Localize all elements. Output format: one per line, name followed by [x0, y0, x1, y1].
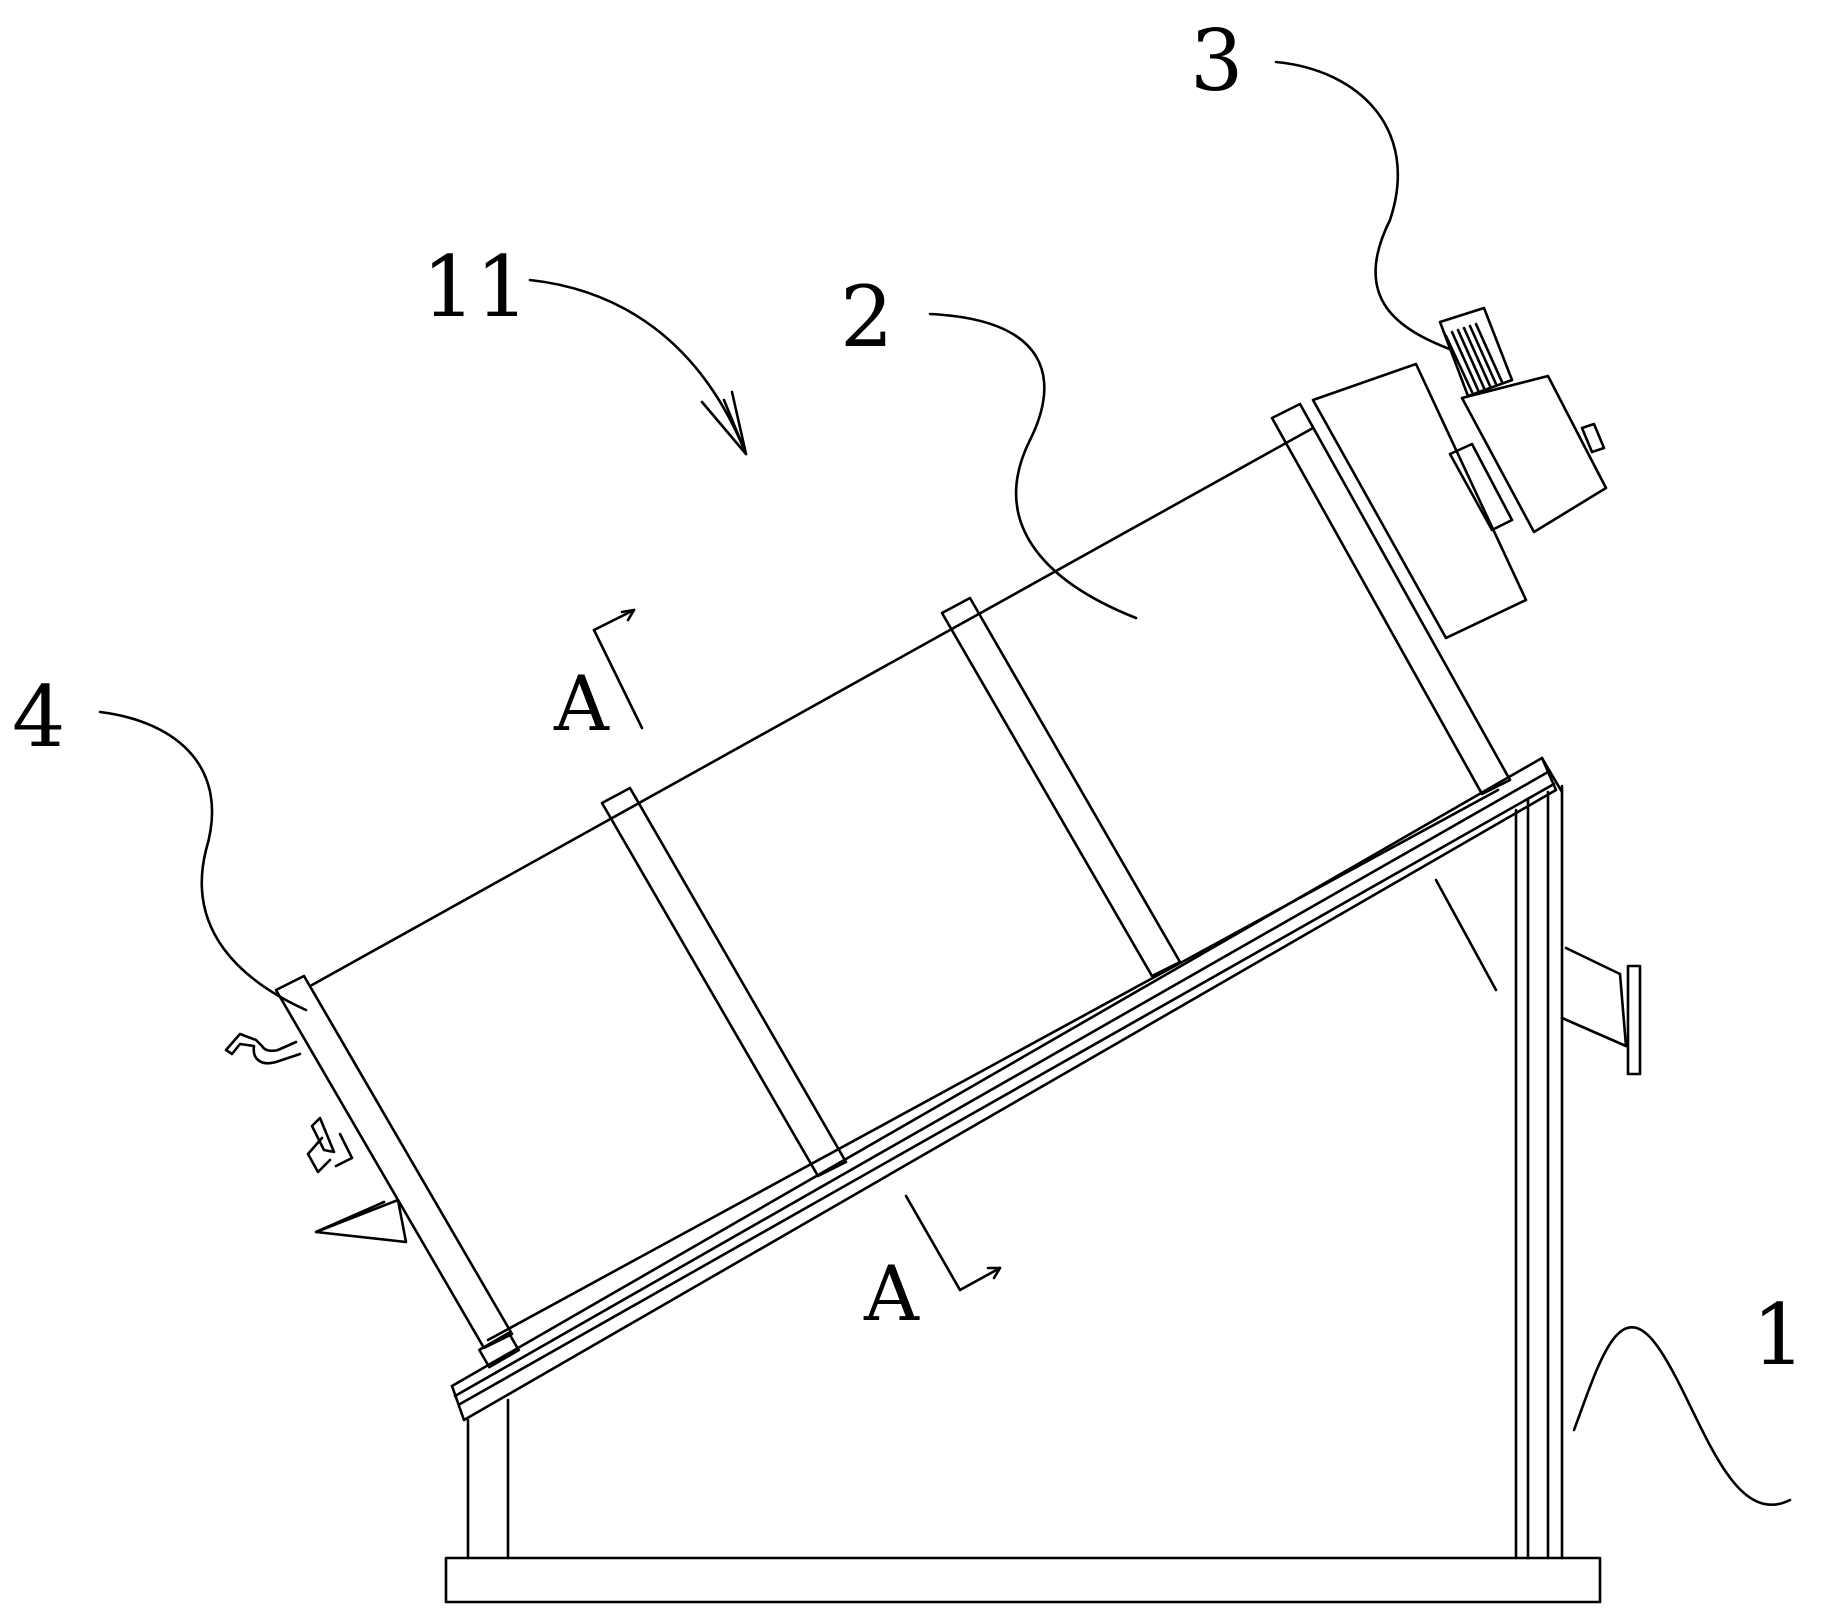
motor-fan-cover	[1438, 306, 1514, 398]
inclined-beam	[450, 756, 1564, 1422]
inlet-fittings	[224, 1032, 408, 1244]
base-plate	[444, 1556, 1602, 1604]
leader-3	[1274, 60, 1454, 352]
section-label-bottom: A	[863, 1249, 920, 1338]
section-label-top: A	[553, 659, 610, 748]
support-frame	[444, 756, 1602, 1604]
motor-assembly	[1311, 306, 1608, 640]
section-marker-top: A	[553, 608, 644, 748]
motor-body	[1460, 374, 1608, 534]
ring-2	[940, 596, 1182, 978]
leader-2	[928, 312, 1138, 620]
motor-fins	[1444, 322, 1504, 394]
gear-housing	[1311, 362, 1528, 640]
label-drum: 2	[840, 268, 893, 366]
flange-right	[1270, 402, 1512, 796]
leader-11	[528, 278, 748, 456]
drum-body	[274, 402, 1512, 1369]
ring-1	[600, 786, 848, 1178]
label-motor: 3	[1190, 12, 1243, 110]
lower-chute	[314, 1198, 408, 1244]
leader-1	[1572, 1325, 1792, 1506]
flange-left	[274, 974, 514, 1350]
label-assembly: 11	[422, 238, 529, 336]
section-marker-bottom: A	[863, 1194, 1002, 1338]
side-valve	[306, 1116, 354, 1174]
leader-4	[98, 710, 308, 1012]
inlet-pipe	[224, 1032, 302, 1065]
label-inlet: 4	[12, 668, 65, 766]
outlet-flange	[1626, 964, 1642, 1076]
label-frame: 1	[1752, 1286, 1805, 1384]
discharge-outlet	[1434, 878, 1642, 1076]
